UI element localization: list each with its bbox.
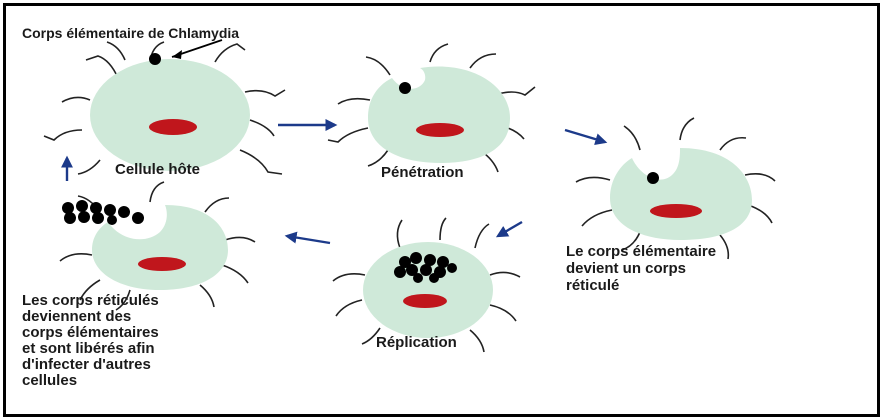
label-release: Les corps réticulés deviennent des corps… — [22, 293, 159, 389]
penetration-cell — [328, 44, 535, 172]
reticulate-cell — [576, 118, 775, 259]
host-cell — [44, 42, 285, 174]
replication-cell-nucleus — [403, 294, 447, 308]
penetrating-body — [399, 82, 411, 94]
label-reticulate: Le corps élémentaire devient un corps ré… — [566, 243, 716, 294]
release-cell-nucleus — [138, 257, 186, 271]
label-penetration: Pénétration — [381, 164, 464, 181]
host-cell-nucleus — [149, 119, 197, 135]
release-cell — [60, 182, 255, 310]
arrow-penetration-to-reticulate — [565, 130, 605, 142]
label-host-cell: Cellule hôte — [115, 161, 200, 178]
reticulate-cell-body — [610, 148, 752, 240]
replication-cell — [333, 218, 520, 352]
elementary-body — [149, 53, 161, 65]
released-bodies — [62, 200, 144, 225]
host-cell-body — [90, 59, 250, 171]
reticulate-cell-nucleus — [650, 204, 702, 218]
diagram-title: Corps élémentaire de Chlamydia — [22, 25, 239, 42]
reticulate-body — [647, 172, 659, 184]
arrow-reticulate-to-replication — [498, 222, 522, 236]
label-replication: Réplication — [376, 334, 457, 351]
penetration-cell-body — [368, 66, 510, 163]
arrow-replication-to-release — [287, 236, 330, 243]
penetration-cell-nucleus — [416, 123, 464, 137]
